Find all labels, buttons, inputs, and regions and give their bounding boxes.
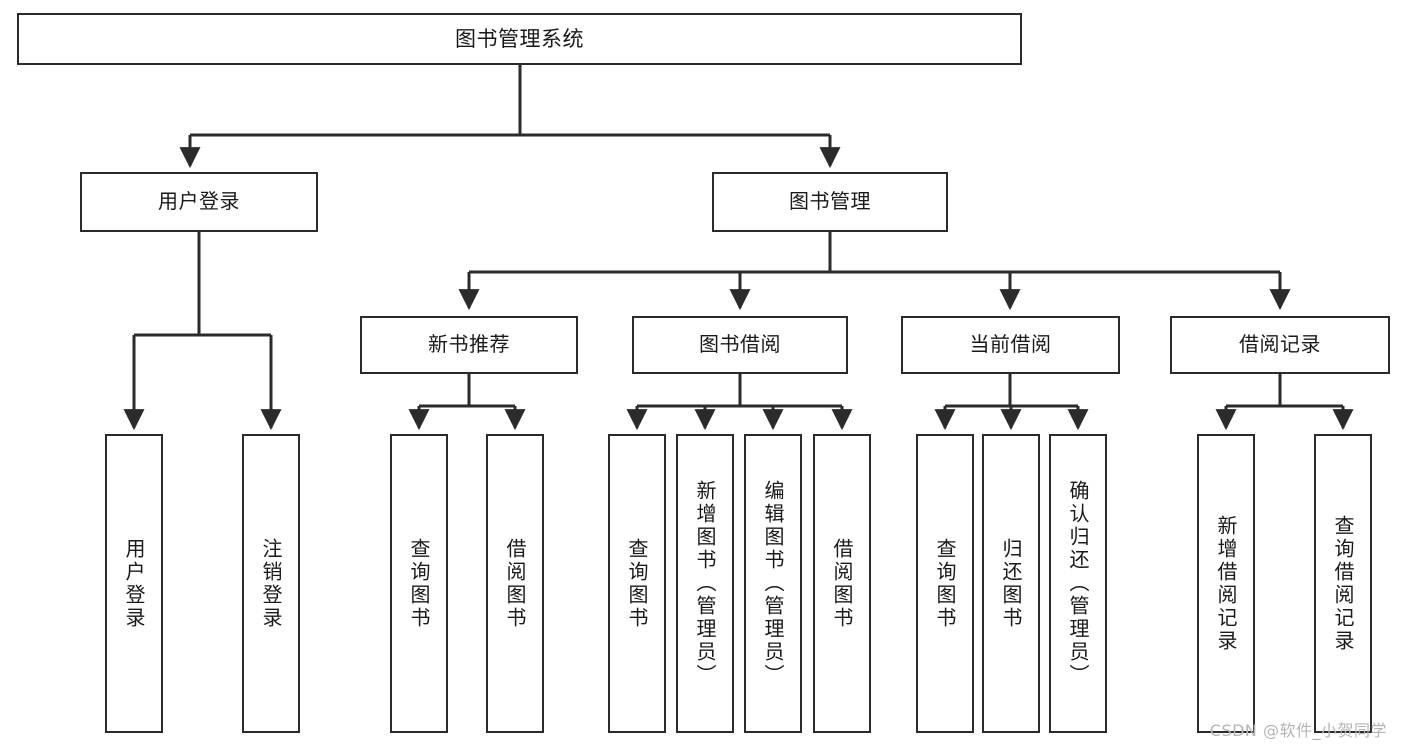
node-leaf-query-book-2-label: 查询图书 — [625, 537, 649, 630]
node-current-borrow-label: 当前借阅 — [969, 332, 1052, 357]
node-leaf-edit-book-label: 编辑图书（管理员） — [761, 480, 785, 687]
node-leaf-add-record-label: 新增借阅记录 — [1214, 514, 1238, 653]
node-borrow-record-label: 借阅记录 — [1239, 332, 1321, 357]
node-book-manage-label: 图书管理 — [789, 189, 871, 214]
node-user-login-label: 用户登录 — [158, 189, 240, 214]
node-leaf-borrow-book-1[interactable]: 借阅图书 — [486, 434, 544, 733]
node-new-book-recommend-label: 新书推荐 — [428, 332, 510, 357]
node-leaf-confirm-return-label: 确认归还（管理员） — [1066, 480, 1090, 687]
node-current-borrow[interactable]: 当前借阅 — [901, 316, 1120, 374]
node-leaf-add-record[interactable]: 新增借阅记录 — [1197, 434, 1255, 733]
node-leaf-return-book[interactable]: 归还图书 — [982, 434, 1040, 733]
node-book-manage[interactable]: 图书管理 — [712, 172, 948, 232]
node-user-login[interactable]: 用户登录 — [80, 172, 318, 232]
node-leaf-user-login[interactable]: 用户登录 — [105, 434, 163, 733]
node-book-borrow-label: 图书借阅 — [699, 332, 781, 357]
node-leaf-borrow-book-2[interactable]: 借阅图书 — [813, 434, 871, 733]
node-leaf-borrow-book-2-label: 借阅图书 — [830, 537, 854, 630]
node-book-borrow[interactable]: 图书借阅 — [632, 316, 848, 374]
csdn-watermark: CSDN @软件_小贺同学 — [1209, 721, 1387, 740]
node-root[interactable]: 图书管理系统 — [17, 13, 1022, 65]
node-leaf-query-record[interactable]: 查询借阅记录 — [1314, 434, 1372, 733]
node-leaf-query-book-1-label: 查询图书 — [407, 537, 431, 630]
node-leaf-user-login-label: 用户登录 — [122, 537, 146, 630]
node-leaf-edit-book[interactable]: 编辑图书（管理员） — [744, 434, 802, 733]
node-new-book-recommend[interactable]: 新书推荐 — [360, 316, 578, 374]
node-borrow-record[interactable]: 借阅记录 — [1170, 316, 1390, 374]
node-leaf-logout-label: 注销登录 — [259, 537, 283, 630]
node-leaf-add-book[interactable]: 新增图书（管理员） — [676, 434, 734, 733]
node-leaf-confirm-return[interactable]: 确认归还（管理员） — [1049, 434, 1107, 733]
node-leaf-return-book-label: 归还图书 — [999, 537, 1023, 630]
node-leaf-query-book-1[interactable]: 查询图书 — [390, 434, 448, 733]
node-root-label: 图书管理系统 — [455, 26, 584, 51]
node-leaf-add-book-label: 新增图书（管理员） — [693, 480, 717, 687]
node-leaf-query-book-3-label: 查询图书 — [933, 537, 957, 630]
node-leaf-query-book-3[interactable]: 查询图书 — [916, 434, 974, 733]
node-leaf-borrow-book-1-label: 借阅图书 — [503, 537, 527, 630]
node-leaf-query-record-label: 查询借阅记录 — [1331, 514, 1355, 653]
node-leaf-query-book-2[interactable]: 查询图书 — [608, 434, 666, 733]
node-leaf-logout[interactable]: 注销登录 — [242, 434, 300, 733]
